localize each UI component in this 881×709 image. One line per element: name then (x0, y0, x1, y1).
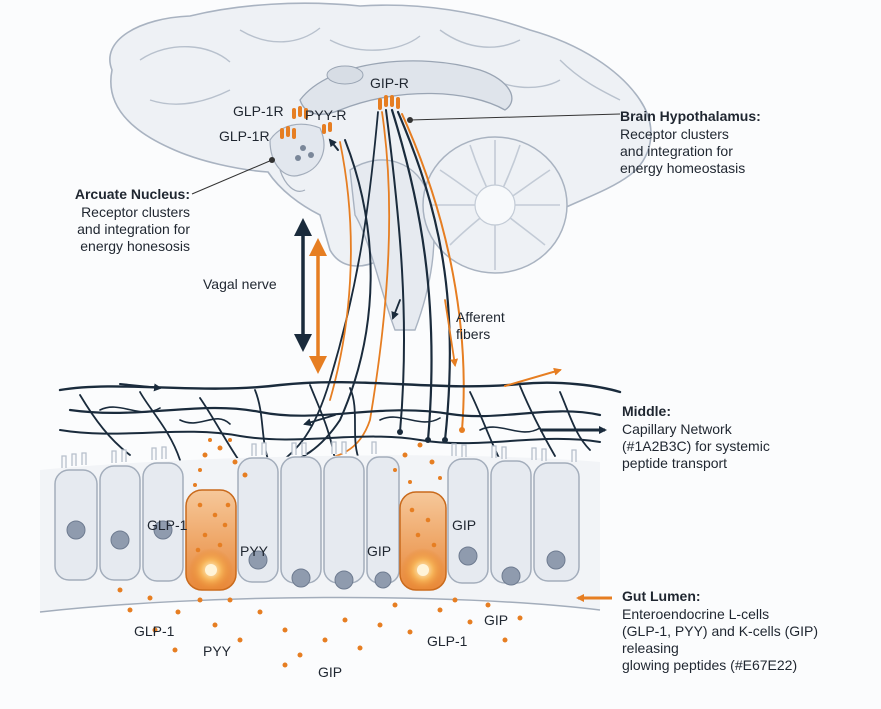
nuclei (66, 520, 566, 590)
enteroendocrine-k-cell (399, 491, 447, 592)
peptide-particles (117, 438, 523, 668)
afferent-label-line-1: Afferent (456, 309, 505, 325)
gut-line-3: releasing (622, 640, 679, 656)
arcuate-leader-line (191, 159, 273, 195)
lumen-labels: GLP-1 PYY GIP GLP-1 GIP (134, 612, 508, 680)
lumen-label-glp1-left: GLP-1 (134, 623, 175, 639)
pyyr-cluster (322, 122, 332, 134)
vagal-nerve-label: Vagal nerve (203, 276, 277, 292)
middle-line-1: Capillary Network (622, 421, 733, 437)
gipr-label: GIP-R (370, 75, 409, 91)
pyyr-label: PYY-R (305, 107, 347, 123)
gut-line-1: Enteroendocrine L-cells (622, 606, 769, 622)
cell-label-pyy: PYY (240, 543, 269, 559)
receptor-clusters (280, 95, 400, 139)
glp1r-bottom-cluster (280, 126, 296, 139)
middle-line-2: (#1A2B3C) for systemic (622, 438, 770, 454)
gut-line-4: glowing peptides (#E67E22) (622, 657, 797, 673)
hypothalamus-line-3: energy homeostasis (620, 160, 745, 176)
gut-line-2: (GLP-1, PYY) and K-cells (GIP) (622, 623, 818, 639)
gipr-cluster (378, 95, 400, 110)
lumen-label-gip-right: GIP (484, 612, 508, 628)
arcuate-line-2: and integration for (77, 221, 190, 237)
gut-epithelium (39, 441, 601, 613)
receptor-labels: GLP-1R PYY-R GLP-1R GIP-R (219, 75, 409, 144)
gut-callout: Gut Lumen: Enteroendocrine L-cells (GLP-… (622, 588, 818, 673)
brain (109, 2, 652, 331)
arcuate-line-1: Receptor clusters (81, 204, 190, 220)
arcuate-title: Arcuate Nucleus: (75, 186, 190, 202)
hypothalamus-callout: Brain Hypothalamus: Receptor clusters an… (620, 108, 761, 176)
lumen-label-pyy: PYY (203, 643, 232, 659)
enterocytes (54, 456, 580, 584)
cell-label-gip-mid: GIP (367, 543, 391, 559)
glp1r-top-cluster (292, 106, 308, 119)
cell-label-gip-right: GIP (452, 517, 476, 533)
capillary-network (58, 367, 622, 466)
middle-callout: Middle: Capillary Network (#1A2B3C) for … (622, 403, 770, 471)
afferent-label-line-2: fibers (456, 326, 490, 342)
microvilli (61, 441, 577, 468)
lumen-label-glp1-right: GLP-1 (427, 633, 468, 649)
glp1r-top-label: GLP-1R (233, 103, 284, 119)
cerebellum (422, 136, 568, 274)
arcuate-callout: Arcuate Nucleus: Receptor clusters and i… (75, 186, 190, 254)
gut-title: Gut Lumen: (622, 588, 701, 604)
cell-label-glp1: GLP-1 (147, 517, 188, 533)
hypothalamus-leader-line (409, 113, 621, 121)
enteroendocrine-l-cell (185, 489, 237, 592)
hypothalamus-title: Brain Hypothalamus: (620, 108, 761, 124)
lumen-label-gip-bottom: GIP (318, 664, 342, 680)
glp1r-bottom-label: GLP-1R (219, 128, 270, 144)
hypothalamus-line-1: Receptor clusters (620, 126, 729, 142)
cell-labels: GLP-1 PYY GIP GIP (147, 517, 476, 559)
vagal-nerve-arrows (294, 218, 327, 374)
hypothalamus-line-2: and integration for (620, 143, 733, 159)
middle-line-3: peptide transport (622, 455, 727, 471)
arcuate-line-3: energy honesosis (80, 238, 190, 254)
middle-title: Middle: (622, 403, 671, 419)
